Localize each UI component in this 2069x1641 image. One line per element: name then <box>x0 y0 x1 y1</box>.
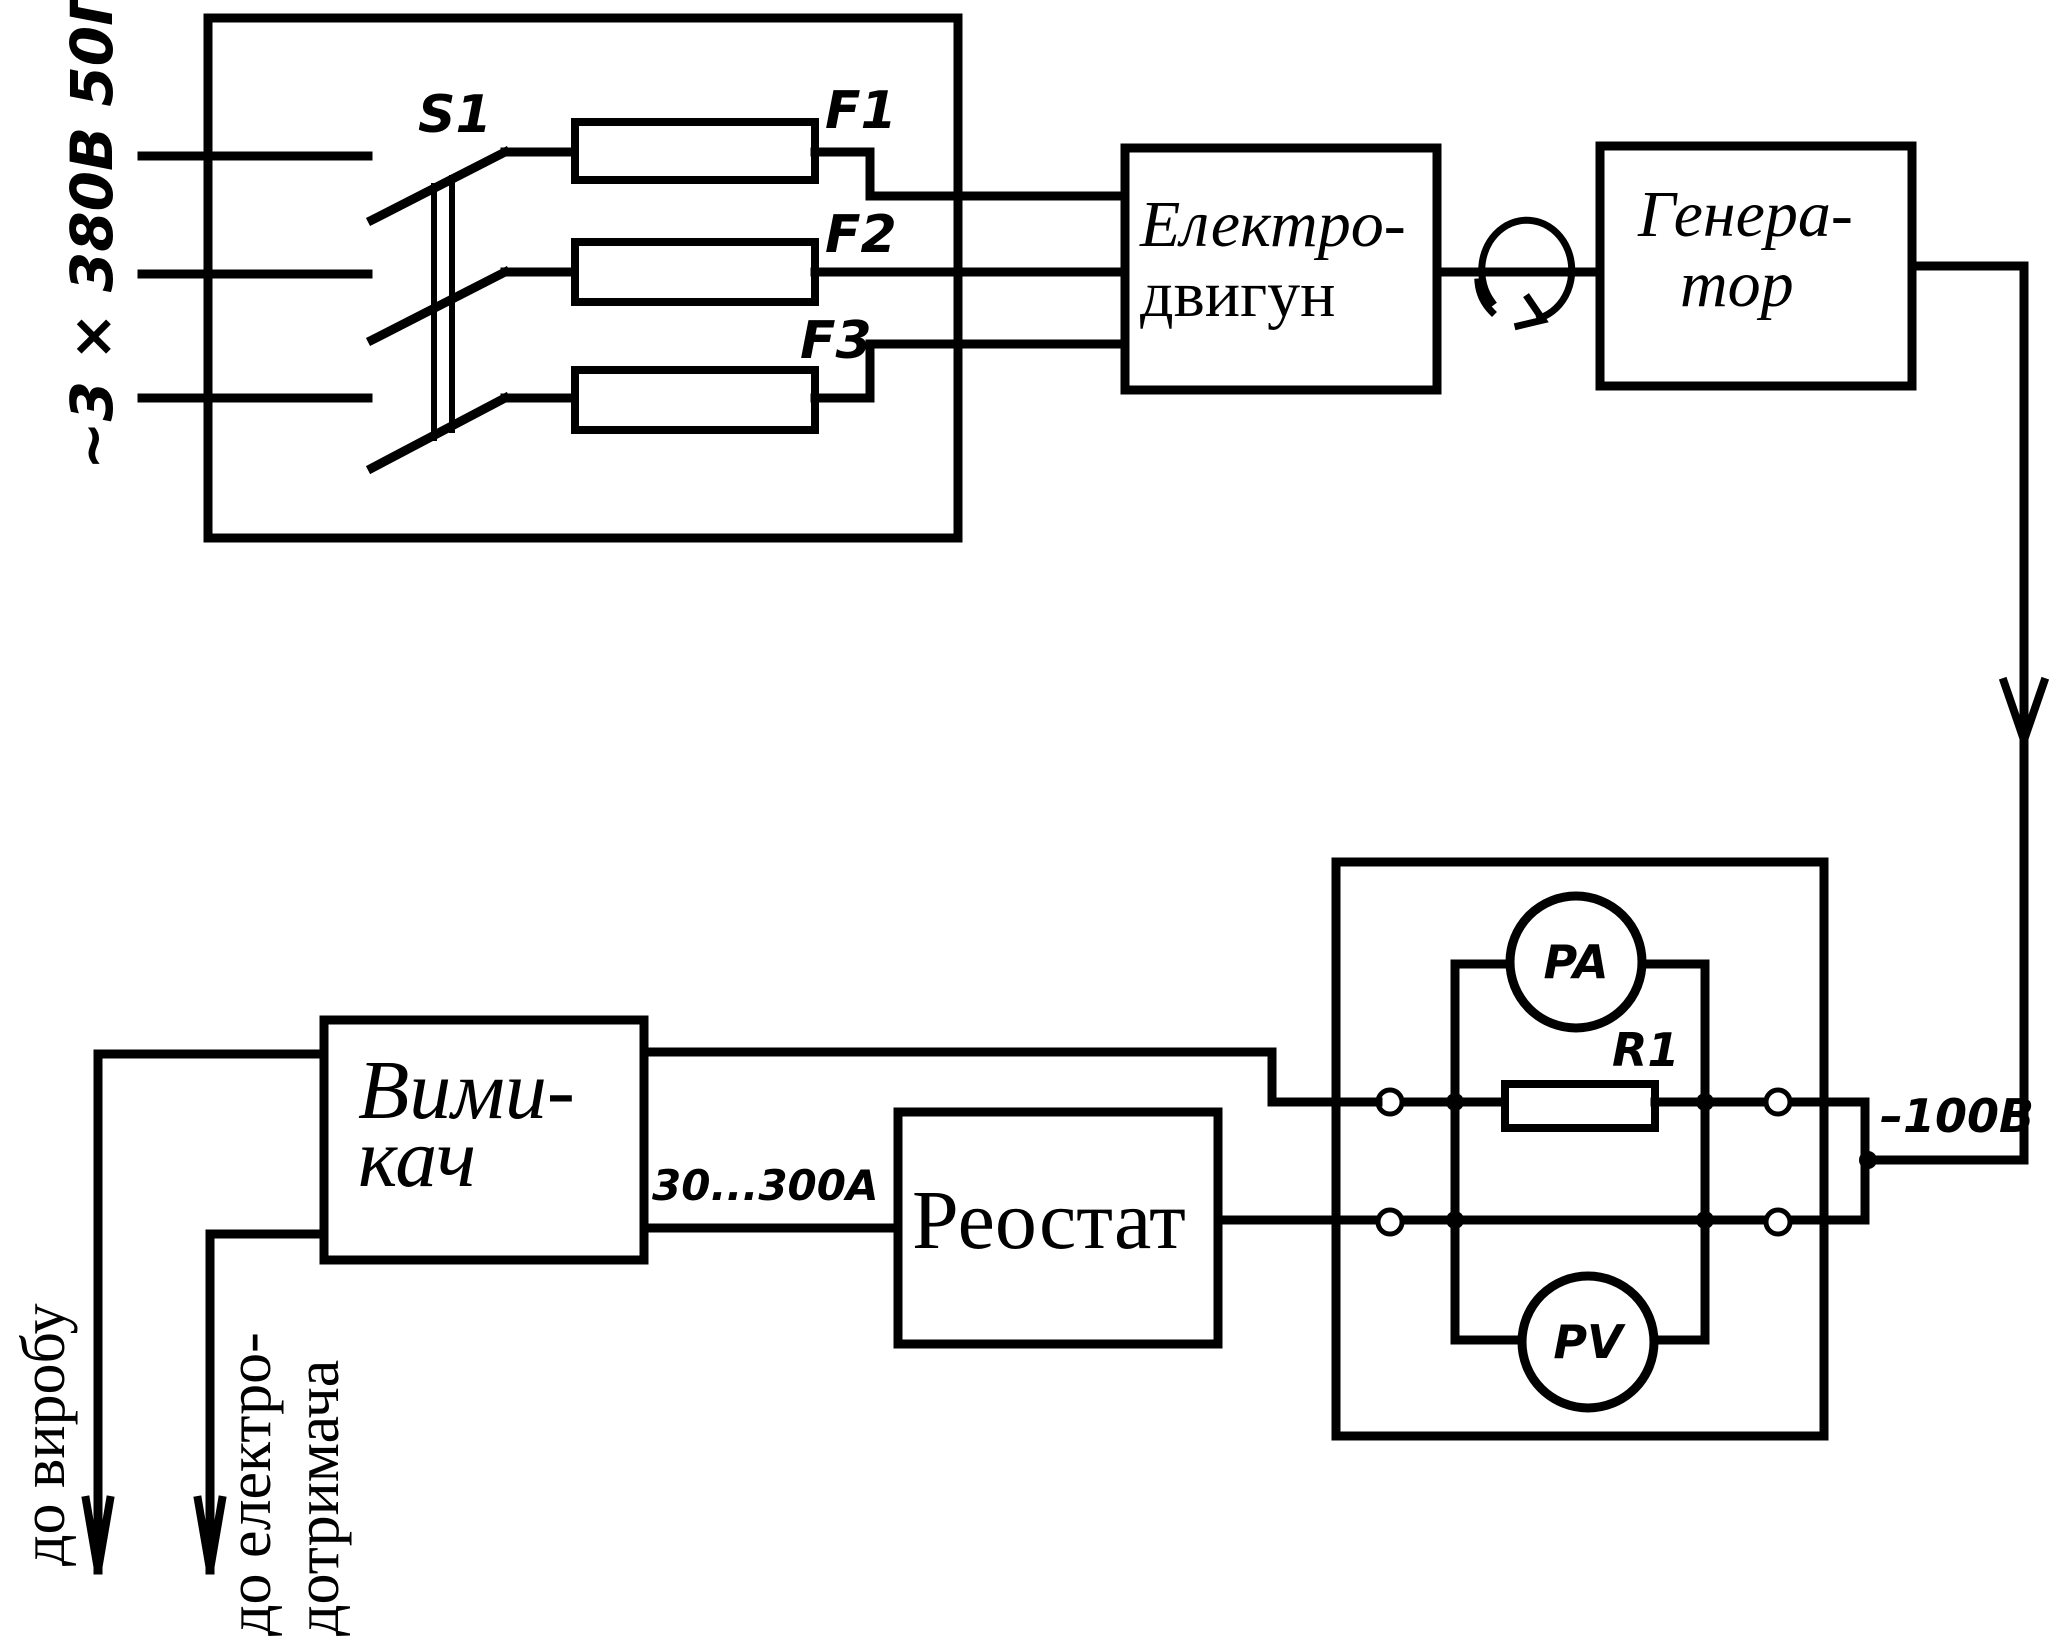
output-label-holder-line2: дотримача <box>284 1360 352 1636</box>
voltmeter-loop <box>1450 1097 1527 1345</box>
wire-f3-motor <box>810 339 1130 403</box>
motor-label-line1: Електро- <box>1139 188 1406 261</box>
switch-blade-2 <box>365 265 512 347</box>
fuse-f3-label: F3 <box>800 311 872 371</box>
output-label-product: до виробу <box>10 1303 78 1566</box>
switch-blade-1 <box>365 145 512 227</box>
output-wire-product <box>93 1049 329 1575</box>
junction <box>1696 1211 1714 1229</box>
voltmeter-pv <box>1517 1271 1659 1413</box>
switch-blade-3 <box>365 391 512 475</box>
dc-direction-arrow-icon <box>1998 676 2050 753</box>
meter-panel <box>1331 857 1829 1441</box>
fuse-f2-label: F2 <box>825 205 897 265</box>
junction <box>1859 1151 1877 1169</box>
terminal <box>1375 1207 1405 1237</box>
fuse-f1 <box>571 118 819 184</box>
fuse-f1-label: F1 <box>825 81 897 141</box>
voltmeter-loop <box>1649 1097 1710 1345</box>
breaker-label-line2: кач <box>358 1112 476 1205</box>
output-label-holder-line1: до електро- <box>216 1332 284 1636</box>
resistor-r1 <box>1501 1080 1659 1132</box>
terminal <box>1763 1207 1793 1237</box>
generator-label-line2: тор <box>1680 248 1794 321</box>
breaker-label-line1: Вими- <box>358 1044 575 1137</box>
ammeter-label: PA <box>1543 935 1608 989</box>
ammeter-loop <box>1635 959 1710 1107</box>
motor-label-line2: двигун <box>1140 258 1335 331</box>
rotation-tail <box>1474 278 1497 317</box>
junction <box>1696 1093 1714 1111</box>
fuse-f3 <box>571 366 819 434</box>
wire-panel-to-breaker <box>640 1047 1383 1107</box>
wire-f1-motor <box>810 147 1130 201</box>
resistor-label: R1 <box>1612 1023 1679 1077</box>
wire <box>1773 1097 1870 1225</box>
rotation-arrowhead-icon <box>1513 293 1549 331</box>
rheostat-label: Реостат <box>912 1174 1186 1267</box>
terminal <box>1763 1087 1793 1117</box>
ammeter-pa <box>1505 891 1647 1033</box>
dc-output-wire <box>1865 261 2029 1165</box>
output-arrow-product-icon <box>81 1495 115 1571</box>
output-wire-holder <box>205 1229 329 1575</box>
output-arrow-holder-icon <box>193 1495 227 1571</box>
voltage-label: –100В <box>1880 1089 2034 1143</box>
generator-label-line1: Генера- <box>1637 178 1853 251</box>
switch-label: S1 <box>418 85 492 145</box>
breaker-box <box>319 1015 649 1265</box>
supply-label: ~3 × 380B 50Гц <box>58 0 126 470</box>
current-range-label: 30...300А <box>652 1161 879 1210</box>
junction <box>1446 1093 1464 1111</box>
ammeter-loop <box>1450 959 1515 1107</box>
fuse-f2 <box>571 238 819 306</box>
junction <box>1446 1211 1464 1229</box>
voltmeter-label: PV <box>1553 1315 1626 1369</box>
rotation-icon <box>1478 216 1576 323</box>
